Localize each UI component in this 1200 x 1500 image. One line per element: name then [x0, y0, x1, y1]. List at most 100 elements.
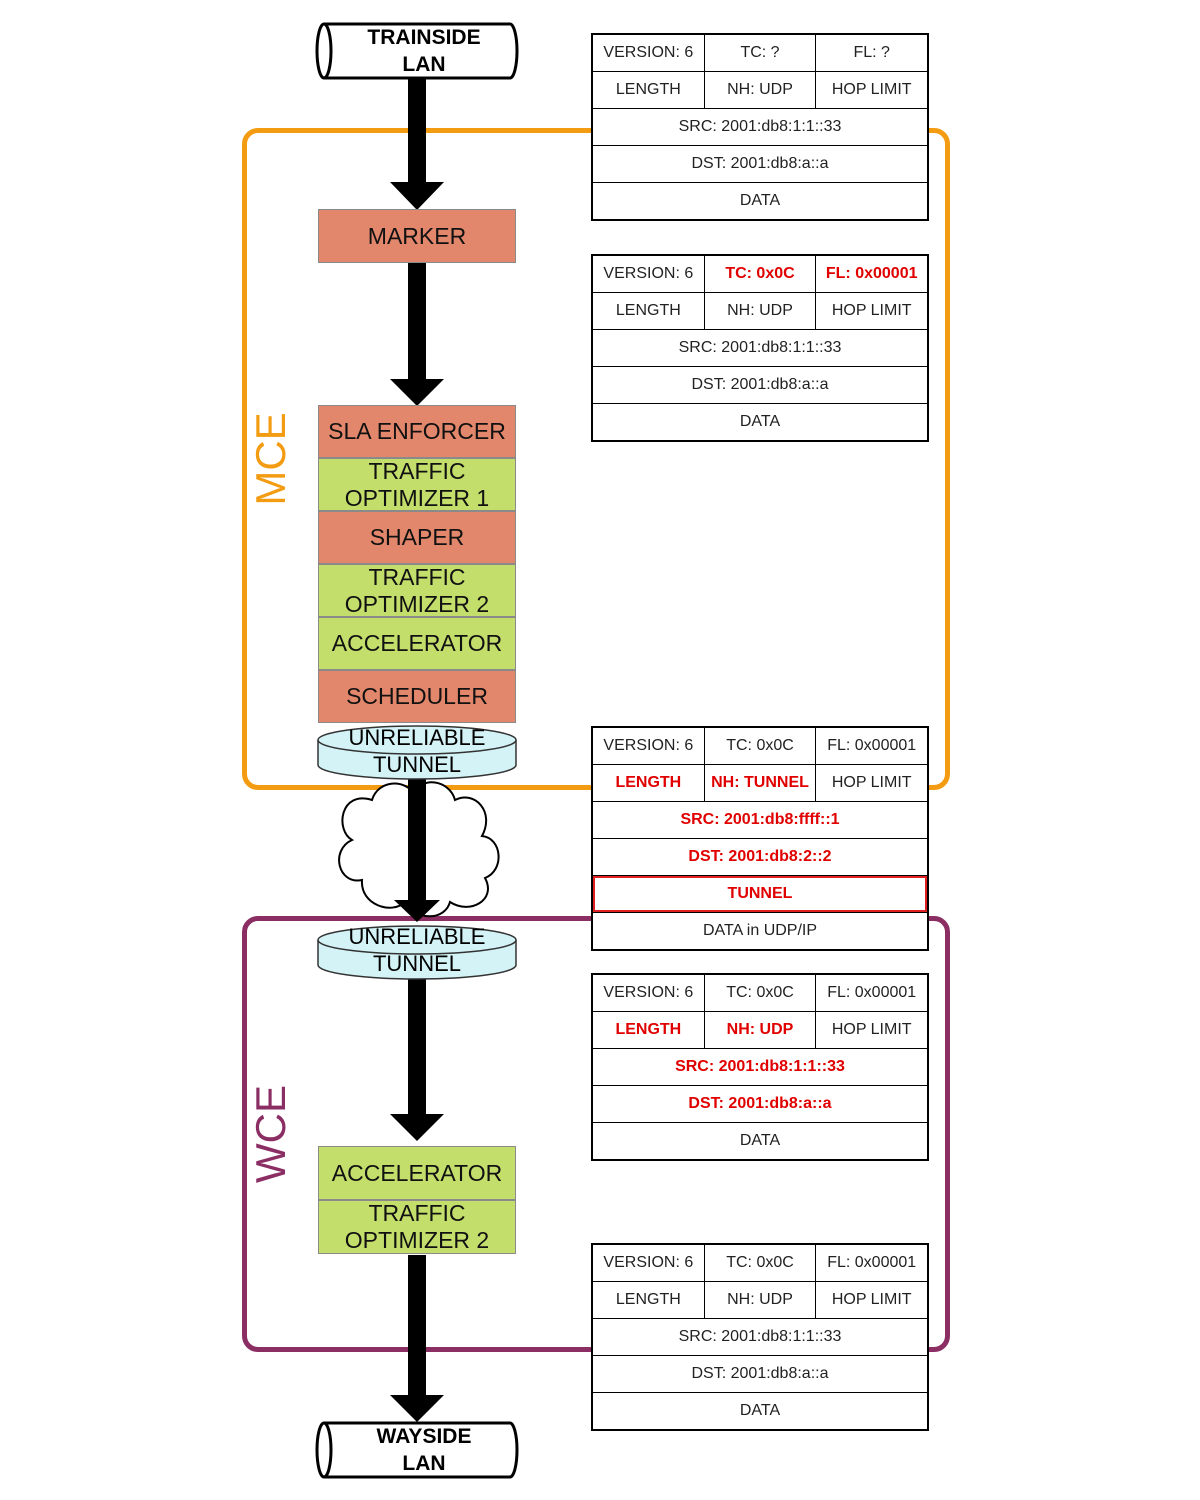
header-field: TC: 0x0C	[705, 1245, 817, 1281]
header-row: DST: 2001:db8:2::2	[593, 839, 927, 876]
wce-accelerator-stage: ACCELERATOR	[318, 1146, 516, 1200]
header-field: SRC: 2001:db8:1:1::33	[678, 1328, 842, 1345]
wayside-lan-icon	[315, 1421, 519, 1479]
header-row: TUNNEL	[593, 876, 927, 913]
header-field: DST: 2001:db8:a::a	[691, 376, 829, 393]
trainside-lan-icon	[315, 22, 519, 80]
header-row: DST: 2001:db8:a::a	[593, 146, 927, 183]
accelerator-label: ACCELERATOR	[331, 630, 503, 656]
header-field: NH: UDP	[705, 72, 817, 108]
header-field: SRC: 2001:db8:1:1::33	[675, 1058, 845, 1075]
header-field: VERSION: 6	[593, 728, 705, 764]
header-field: LENGTH	[593, 293, 705, 329]
traffic-optimizer-1-stage: TRAFFIC OPTIMIZER 1	[318, 458, 516, 511]
header-field: NH: UDP	[705, 1012, 817, 1048]
header-row: SRC: 2001:db8:1:1::33	[593, 330, 927, 367]
sla-enforcer-stage: SLA ENFORCER	[318, 405, 516, 458]
header-field: HOP LIMIT	[831, 1291, 912, 1308]
header-field: FL: 0x00001	[825, 265, 918, 282]
lower-tunnel-icon	[317, 925, 517, 980]
header-field: DATA in UDP/IP	[702, 922, 818, 939]
header-row: SRC: 2001:db8:1:1::33	[593, 1319, 927, 1356]
header-field: NH: UDP	[705, 293, 817, 329]
header-row: DATA in UDP/IP	[593, 913, 927, 950]
header-field: VERSION: 6	[593, 1245, 705, 1281]
trainside-lan-label: TRAINSIDE LAN	[367, 26, 481, 76]
header-field: TUNNEL	[593, 876, 927, 912]
header-row: SRC: 2001:db8:1:1::33	[593, 109, 927, 146]
header-field: LENGTH	[593, 72, 705, 108]
wce-accelerator-label: ACCELERATOR	[331, 1159, 503, 1186]
header-field: LENGTH	[593, 1282, 705, 1318]
header-row: DST: 2001:db8:a::a	[593, 1356, 927, 1393]
header-field: HOP LIMIT	[831, 81, 912, 98]
lower-tunnel-label: UNRELIABLE TUNNEL	[348, 924, 486, 976]
header-field: HOP LIMIT	[831, 774, 912, 791]
header-field: TC: 0x0C	[705, 256, 817, 292]
traffic-optimizer-2-stage: TRAFFIC OPTIMIZER 2	[318, 564, 516, 617]
header-row: SRC: 2001:db8:ffff::1	[593, 802, 927, 839]
header-row: DATA	[593, 404, 927, 441]
header-field: DATA	[739, 192, 781, 209]
header-field: DATA	[739, 1132, 781, 1149]
header-field: HOP LIMIT	[831, 1021, 912, 1038]
header-field: VERSION: 6	[593, 975, 705, 1011]
shaper-label: SHAPER	[369, 524, 465, 550]
traffic-optimizer-1-label: TRAFFIC OPTIMIZER 1	[344, 457, 490, 511]
header-field: DST: 2001:db8:a::a	[691, 1365, 829, 1382]
scheduler-label: SCHEDULER	[346, 683, 488, 709]
header-field: NH: TUNNEL	[705, 765, 817, 801]
sla-enforcer-label: SLA ENFORCER	[328, 418, 506, 444]
header-field: HOP LIMIT	[831, 302, 912, 319]
header-field: FL: 0x00001	[827, 737, 917, 754]
header-field: VERSION: 6	[593, 256, 705, 292]
header-field: DATA	[739, 413, 781, 430]
header-field: DATA	[739, 1402, 781, 1419]
upper-tunnel-label: UNRELIABLE TUNNEL	[348, 725, 486, 777]
wce-traffic-optimizer-2-label: TRAFFIC OPTIMIZER 2	[344, 1200, 490, 1253]
header-field: SRC: 2001:db8:ffff::1	[680, 811, 840, 828]
header-field: NH: UDP	[705, 1282, 817, 1318]
marker-label: MARKER	[367, 222, 467, 249]
header-field: LENGTH	[593, 1012, 705, 1048]
traffic-optimizer-2-label: TRAFFIC OPTIMIZER 2	[344, 563, 490, 617]
header-field: LENGTH	[593, 765, 705, 801]
upper-tunnel-icon	[317, 725, 517, 780]
header-row: DATA	[593, 1123, 927, 1160]
wce-traffic-optimizer-2-stage: TRAFFIC OPTIMIZER 2	[318, 1200, 516, 1254]
accelerator-stage: ACCELERATOR	[318, 617, 516, 670]
header-field: FL: ?	[853, 44, 890, 61]
header-field: VERSION: 6	[593, 35, 705, 71]
header-row: DATA	[593, 183, 927, 220]
header-field: TC: ?	[705, 35, 817, 71]
shaper-stage: SHAPER	[318, 511, 516, 564]
header-field: FL: 0x00001	[827, 984, 917, 1001]
scheduler-stage: SCHEDULER	[318, 670, 516, 723]
header-field: DST: 2001:db8:a::a	[691, 155, 829, 172]
wayside-lan-label: WAYSIDE LAN	[376, 1425, 472, 1475]
header-field: DST: 2001:db8:a::a	[688, 1095, 832, 1112]
header-field: DST: 2001:db8:2::2	[688, 848, 832, 865]
flow-arrows	[390, 78, 444, 1422]
header-row: DST: 2001:db8:a::a	[593, 1086, 927, 1123]
marker-stage: MARKER	[318, 209, 516, 263]
header-row: DST: 2001:db8:a::a	[593, 367, 927, 404]
header-field: SRC: 2001:db8:1:1::33	[678, 118, 842, 135]
header-field: TC: 0x0C	[705, 728, 817, 764]
header-row: SRC: 2001:db8:1:1::33	[593, 1049, 927, 1086]
